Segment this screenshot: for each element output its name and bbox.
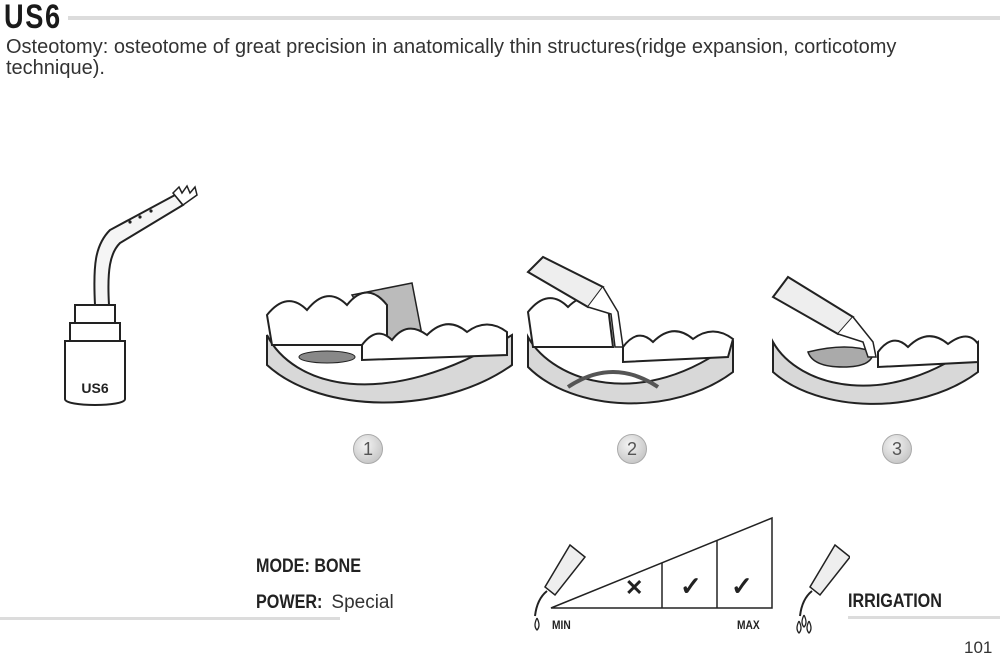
step-1-illustration (265, 282, 513, 404)
mode-setting: MODE: BONE (256, 556, 361, 578)
power-scale (534, 516, 773, 631)
irrigation-icon (796, 543, 850, 634)
irrigation-divider (848, 616, 1000, 619)
min-label: MIN (552, 618, 571, 632)
level-1-not-allowed-icon: ✕ (625, 575, 644, 600)
description: Osteotomy: osteotome of great precision … (6, 36, 897, 79)
mode-value: BONE (314, 556, 361, 577)
step-3-illustration (771, 275, 979, 405)
power-label: POWER: (256, 592, 323, 613)
page-title: US6 (4, 0, 62, 36)
step-number-2: 2 (617, 434, 647, 464)
tool-label: US6 (81, 380, 108, 396)
max-label: MAX (737, 618, 760, 632)
level-2-allowed-icon: ✓ (680, 571, 702, 601)
irrigation-label: IRRIGATION (848, 591, 942, 612)
title-divider (68, 16, 1000, 20)
mode-label: MODE: (256, 556, 310, 577)
step-number-3: 3 (882, 434, 912, 464)
handpiece-icon (534, 543, 587, 631)
level-3-allowed-icon: ✓ (731, 571, 753, 601)
power-setting: POWER: Special (256, 592, 394, 614)
page-number: 101 (964, 638, 993, 657)
step-number-1: 1 (353, 434, 383, 464)
power-value: Special (331, 592, 394, 613)
step-2-illustration (526, 255, 735, 405)
settings-divider (0, 617, 340, 620)
us6-tip-illustration: US6 (64, 184, 198, 406)
